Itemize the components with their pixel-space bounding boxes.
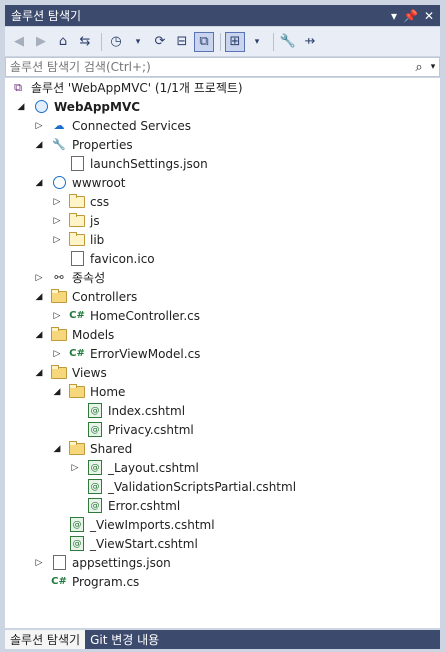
folder-icon (69, 212, 85, 229)
expand-arrow-icon[interactable]: ▷ (53, 348, 61, 359)
collapse-arrow-icon[interactable]: ◢ (35, 139, 43, 150)
forward-icon[interactable]: ▶ (36, 34, 46, 49)
bottom-tabs: 솔루션 탐색기 Git 변경 내용 (5, 630, 440, 649)
image-file-icon (69, 251, 85, 267)
tree-item-connected-services[interactable]: ▷ ☁ Connected Services (33, 116, 192, 135)
tree-item-privacy[interactable]: @ Privacy.cshtml (87, 420, 194, 439)
collapse-arrow-icon[interactable]: ◢ (53, 443, 61, 454)
tree-item-validation[interactable]: @ _ValidationScriptsPartial.cshtml (87, 477, 296, 496)
tree-item-shared[interactable]: ◢ Shared (51, 439, 132, 458)
history-dropdown-icon[interactable]: ▾ (135, 36, 141, 47)
razor-file-icon: @ (87, 422, 103, 438)
tree-item-properties[interactable]: ◢ 🔧 Properties (33, 135, 133, 154)
collapse-arrow-icon[interactable]: ◢ (35, 367, 43, 378)
csharp-file-icon: C# (51, 576, 67, 587)
pin-dropdown-icon[interactable]: ▾ (390, 8, 397, 23)
connected-services-icon: ☁ (53, 119, 65, 132)
vs-switch-icon[interactable]: ⇆ (79, 34, 91, 49)
collapse-all-icon[interactable]: ⊟ (176, 34, 188, 49)
tab-solution-explorer[interactable]: 솔루션 탐색기 (5, 630, 86, 649)
tree-item-error[interactable]: @ Error.cshtml (87, 496, 180, 515)
sync-icon[interactable]: ⊞ (225, 31, 245, 52)
tree-item-error-view-model[interactable]: ▷ C# ErrorViewModel.cs (51, 344, 201, 363)
search-options-icon[interactable]: ▾ (430, 62, 436, 72)
csharp-file-icon: C# (69, 348, 85, 359)
properties-folder-icon: 🔧 (52, 138, 66, 151)
expand-arrow-icon[interactable]: ▷ (35, 557, 43, 568)
collapse-arrow-icon[interactable]: ◢ (17, 101, 25, 112)
tree-item-controllers[interactable]: ◢ Controllers (33, 287, 137, 306)
json-file-icon (69, 156, 85, 172)
folder-icon (69, 231, 85, 248)
razor-file-icon: @ (87, 403, 103, 419)
web-project-icon (33, 99, 49, 115)
tree-item-wwwroot[interactable]: ◢ wwwroot (33, 173, 126, 192)
home-icon[interactable]: ⌂ (58, 34, 68, 49)
expand-arrow-icon[interactable]: ▷ (53, 310, 61, 321)
title-bar: 솔루션 탐색기 ▾ 📌 ✕ (5, 5, 440, 26)
razor-file-icon: @ (87, 479, 103, 495)
razor-file-icon: @ (87, 460, 103, 476)
collapse-arrow-icon[interactable]: ◢ (53, 386, 61, 397)
globe-icon (51, 175, 67, 191)
tree-item-layout[interactable]: ▷ @ _Layout.cshtml (69, 458, 199, 477)
folder-open-icon (51, 288, 67, 305)
collapse-arrow-icon[interactable]: ◢ (35, 329, 43, 340)
expand-arrow-icon[interactable]: ▷ (35, 272, 43, 283)
history-icon[interactable]: ◷ (110, 34, 122, 49)
show-all-files-icon[interactable]: ⧉ (194, 31, 214, 52)
tree-item-dependencies[interactable]: ▷ ⚯ 종속성 (33, 268, 106, 287)
expand-arrow-icon[interactable]: ▷ (53, 234, 61, 245)
properties-icon[interactable]: 🔧 (279, 34, 297, 49)
tree-item-js[interactable]: ▷ js (51, 211, 100, 230)
collapse-arrow-icon[interactable]: ◢ (35, 291, 43, 302)
search-input[interactable] (6, 59, 411, 75)
expand-arrow-icon[interactable]: ▷ (35, 120, 43, 131)
collapse-arrow-icon[interactable]: ◢ (35, 177, 43, 188)
tab-git-changes[interactable]: Git 변경 내용 (90, 633, 160, 647)
toolbar: ◀ ▶ ⌂ ⇆ ◷ ▾ ⟳ ⊟ ⧉ ⊞ ▾ 🔧 ⇸ (5, 27, 440, 56)
solution-tree: ⧉ 솔루션 'WebAppMVC' (1/1개 프로젝트) ◢ WebAppMV… (5, 78, 440, 628)
tree-item-models[interactable]: ◢ Models (33, 325, 114, 344)
razor-file-icon: @ (69, 517, 85, 533)
tree-item-program[interactable]: C# Program.cs (51, 574, 140, 589)
folder-open-icon (51, 364, 67, 381)
refresh-icon[interactable]: ⟳ (154, 34, 166, 49)
expand-arrow-icon[interactable]: ▷ (53, 215, 61, 226)
tree-item-index[interactable]: @ Index.cshtml (87, 401, 185, 420)
search-icon[interactable]: ⌕ (415, 59, 423, 75)
folder-open-icon (51, 326, 67, 343)
tree-item-solution[interactable]: ⧉ 솔루션 'WebAppMVC' (1/1개 프로젝트) (10, 78, 243, 97)
tree-item-favicon[interactable]: favicon.ico (69, 249, 155, 268)
folder-open-icon (69, 440, 85, 457)
tree-item-views[interactable]: ◢ Views (33, 363, 107, 382)
back-icon[interactable]: ◀ (14, 34, 24, 49)
tree-item-appsettings[interactable]: ▷ appsettings.json (33, 553, 171, 572)
razor-file-icon: @ (87, 498, 103, 514)
sync-dropdown-icon[interactable]: ▾ (254, 36, 260, 47)
tree-item-launch-settings[interactable]: launchSettings.json (69, 154, 208, 173)
tree-item-view-start[interactable]: @ _ViewStart.cshtml (69, 534, 198, 553)
expand-arrow-icon[interactable]: ▷ (71, 462, 79, 473)
json-file-icon (51, 555, 67, 571)
tree-item-view-imports[interactable]: @ _ViewImports.cshtml (69, 515, 215, 534)
razor-file-icon: @ (69, 536, 85, 552)
tree-item-lib[interactable]: ▷ lib (51, 230, 104, 249)
folder-icon (69, 193, 85, 210)
pin-icon[interactable]: 📌 (402, 8, 418, 23)
close-icon[interactable]: ✕ (423, 8, 434, 23)
expand-arrow-icon[interactable]: ▷ (53, 196, 61, 207)
dependencies-icon: ⚯ (54, 271, 64, 284)
tree-item-home-controller[interactable]: ▷ C# HomeController.cs (51, 306, 201, 325)
tree-item-project[interactable]: ◢ WebAppMVC (15, 97, 141, 116)
folder-open-icon (69, 383, 85, 400)
solution-icon: ⧉ (14, 80, 22, 94)
search-box: ⌕ ▾ (5, 57, 440, 77)
csharp-file-icon: C# (69, 310, 85, 321)
tree-item-home[interactable]: ◢ Home (51, 382, 125, 401)
window-title: 솔루션 탐색기 (11, 9, 82, 23)
tree-item-css[interactable]: ▷ css (51, 192, 109, 211)
preview-icon[interactable]: ⇸ (304, 34, 316, 49)
